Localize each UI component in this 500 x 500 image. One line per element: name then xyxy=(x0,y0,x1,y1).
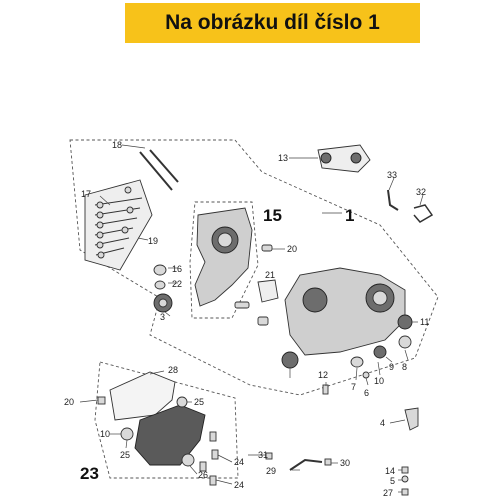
label-7: 7 xyxy=(351,382,356,392)
dowel-pin-mid xyxy=(234,301,250,309)
clip-32 xyxy=(413,204,434,223)
main-crankcase-1 xyxy=(284,267,406,356)
long-pin-18 xyxy=(139,151,173,191)
label-32: 32 xyxy=(416,187,426,197)
main-group-outline xyxy=(69,139,439,396)
label-29: 29 xyxy=(266,466,276,476)
bolt-heads xyxy=(96,186,134,259)
washer-5 xyxy=(401,475,409,483)
gasket-21 xyxy=(257,279,279,303)
label-30: 30 xyxy=(340,458,350,468)
pin-20-lower xyxy=(97,396,106,405)
clamp-31 xyxy=(265,452,273,460)
seal-7 xyxy=(350,356,364,368)
label-4: 4 xyxy=(380,418,385,428)
clamp-30 xyxy=(324,458,332,466)
seal-10-lower xyxy=(120,427,134,441)
label-10-lower: 10 xyxy=(100,429,110,439)
bracket-4 xyxy=(404,407,419,431)
seal-6 xyxy=(362,371,370,379)
gasket-28 xyxy=(109,371,176,421)
label-1: 1 xyxy=(345,206,354,225)
label-27: 27 xyxy=(383,488,393,498)
label-26: 26 xyxy=(198,470,208,480)
label-12: 12 xyxy=(318,370,328,380)
label-8: 8 xyxy=(402,362,407,372)
label-18: 18 xyxy=(112,140,122,150)
hose-29 xyxy=(289,458,323,471)
label-21: 21 xyxy=(265,270,275,280)
dowel-pin-20 xyxy=(261,244,273,252)
label-23: 23 xyxy=(80,464,99,483)
label-10: 10 xyxy=(374,376,384,386)
screws-24 xyxy=(199,431,219,486)
label-25-lower: 25 xyxy=(120,450,130,460)
label-22: 22 xyxy=(172,279,182,289)
bearing-8 xyxy=(398,335,412,349)
bolt-14 xyxy=(401,466,409,474)
crankcase-half-15 xyxy=(194,207,253,307)
label-28: 28 xyxy=(168,365,178,375)
label-25-upper: 25 xyxy=(194,397,204,407)
main-case-bore-left xyxy=(302,287,328,313)
part-number-labels: 18 17 19 13 33 32 15 1 20 16 22 21 3 11 … xyxy=(64,140,429,498)
dowel-pin-mid2 xyxy=(257,316,269,326)
label-3-left: 3 xyxy=(160,312,165,322)
label-15: 15 xyxy=(263,206,282,225)
seal-16 xyxy=(153,264,167,276)
pipe-33 xyxy=(387,189,399,211)
title-text: Na obrázku díl číslo 1 xyxy=(165,11,380,34)
label-20-upper: 20 xyxy=(287,244,297,254)
label-24-a: 24 xyxy=(234,457,244,467)
seal-22 xyxy=(154,280,166,290)
label-20-lower: 20 xyxy=(64,397,74,407)
long-pin-18b xyxy=(149,149,179,183)
label-11: 11 xyxy=(420,317,429,327)
cover-13 xyxy=(317,144,371,173)
label-16: 16 xyxy=(172,264,182,274)
crankcase-bore-inner xyxy=(217,232,233,248)
bolt-27 xyxy=(401,488,409,496)
label-14: 14 xyxy=(385,466,395,476)
label-6: 6 xyxy=(364,388,369,398)
bearing-9 xyxy=(373,345,387,359)
cover-13-hole-left xyxy=(320,152,332,164)
bearing-3-right xyxy=(281,351,299,369)
label-33: 33 xyxy=(387,170,397,180)
label-17: 17 xyxy=(81,189,91,199)
label-19: 19 xyxy=(148,236,158,246)
seal-25-upper xyxy=(176,396,188,408)
bearing-3-left-inner xyxy=(158,298,168,308)
lower-group-outline-23 xyxy=(94,361,239,479)
title-banner: Na obrázku díl číslo 1 xyxy=(125,3,420,43)
cover-13-hole-right xyxy=(350,152,362,164)
label-24-b: 24 xyxy=(234,480,244,490)
leader-lines xyxy=(79,144,424,493)
label-5: 5 xyxy=(390,476,395,486)
seal-26 xyxy=(181,453,195,467)
bearing-11 xyxy=(397,314,413,330)
label-31: 31 xyxy=(258,450,268,460)
label-9: 9 xyxy=(389,362,394,372)
label-13: 13 xyxy=(278,153,288,163)
main-case-bore-right-inner xyxy=(372,290,388,306)
inner-group-outline-15 xyxy=(189,201,259,319)
pin-12 xyxy=(322,384,329,395)
